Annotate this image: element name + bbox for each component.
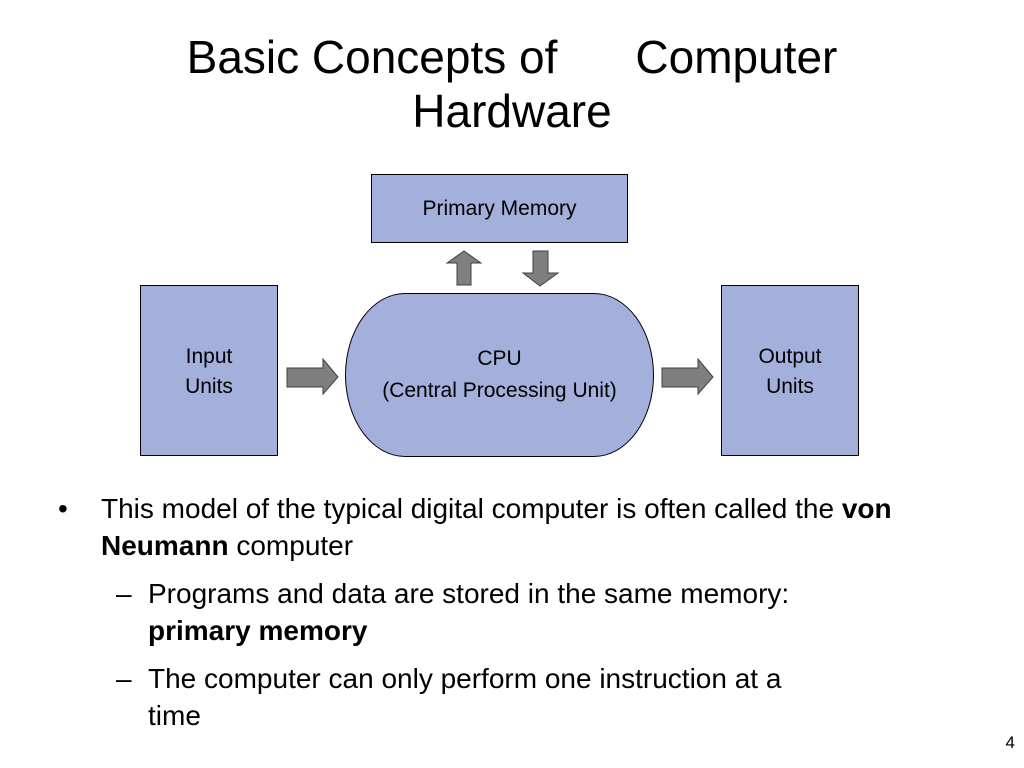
arrow-right-cpu-to-output-icon [661, 357, 714, 396]
bullet-list: • This model of the typical digital comp… [58, 490, 938, 745]
slide-title: Basic Concepts of Computer Hardware [0, 30, 1024, 138]
bullet-text: This model of the typical digital comput… [101, 493, 842, 524]
cpu-label: CPU [477, 347, 522, 370]
cpu-box: CPU (Central Processing Unit) [345, 293, 654, 457]
arrow-right-input-to-cpu-icon [286, 357, 339, 396]
dash-marker: – [116, 578, 132, 609]
sub-bullet-item: – The computer can only perform one inst… [58, 660, 828, 734]
arrow-up-icon [445, 250, 483, 286]
input-units-label-line2: Units [185, 375, 233, 398]
sub-bullet-item: – Programs and data are stored in the sa… [58, 575, 828, 649]
page-number: 4 [1005, 733, 1015, 752]
output-units-label-line2: Units [766, 375, 814, 398]
output-units-box: Output Units [721, 285, 859, 456]
bullet-text-end: computer [228, 530, 354, 561]
input-units-label-line1: Input [185, 345, 233, 368]
bullet-bold-text: von Neumann [101, 493, 892, 561]
dash-marker: – [116, 663, 132, 694]
title-line1-b: Computer [635, 31, 838, 83]
primary-memory-label: Primary Memory [422, 196, 577, 220]
bullet-marker: • [58, 493, 68, 524]
primary-memory-box: Primary Memory [371, 174, 628, 243]
title-line1-a: Basic Concepts of [186, 31, 558, 83]
sub-bullet-text: Programs and data are stored in the same… [148, 578, 790, 609]
output-units-label-line1: Output [758, 345, 822, 368]
sub-bullet-bold-text: primary memory [148, 615, 368, 646]
sub-bullet-text: The computer can only perform one instru… [148, 663, 782, 731]
input-units-box: Input Units [140, 285, 278, 456]
arrow-down-icon [521, 250, 560, 287]
cpu-full-name: (Central Processing Unit) [382, 379, 617, 402]
title-line2: Hardware [412, 85, 612, 137]
bullet-item: • This model of the typical digital comp… [58, 490, 938, 564]
